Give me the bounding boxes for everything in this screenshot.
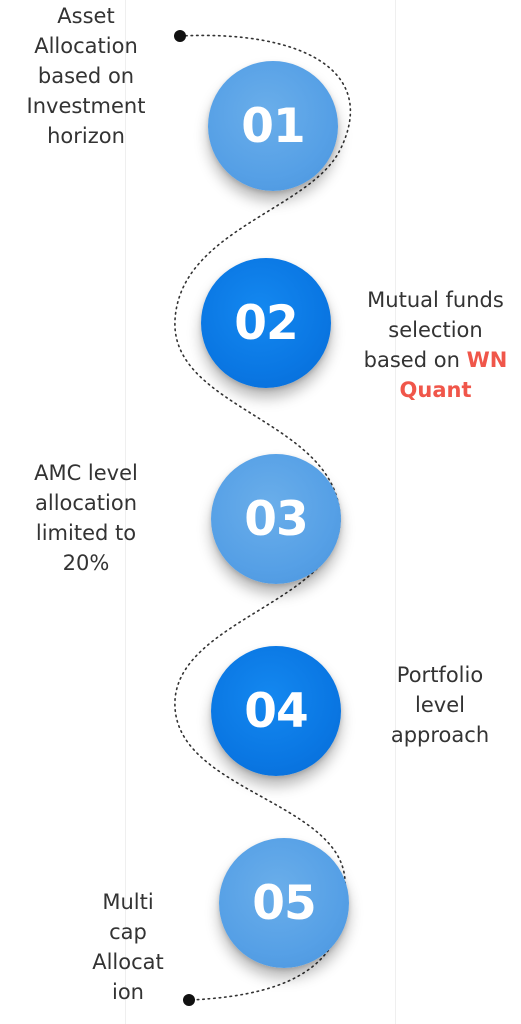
step-04-number: 04 bbox=[244, 683, 308, 739]
wn-quant-highlight: WN bbox=[466, 348, 508, 372]
step-05-number: 05 bbox=[252, 875, 316, 931]
step-02-circle: 02 bbox=[201, 258, 331, 388]
step-03-number: 03 bbox=[244, 491, 308, 547]
step-03-circle: 03 bbox=[211, 454, 341, 584]
step-02-number: 02 bbox=[234, 295, 298, 351]
step-03-label: AMC level allocation limited to 20% bbox=[34, 461, 138, 575]
step-02-label: Mutual funds selection based on WN Quant bbox=[350, 285, 521, 405]
path-start-dot bbox=[174, 30, 186, 42]
step-01-label: Asset Allocation based on Investment hor… bbox=[26, 4, 146, 148]
step-01-circle: 01 bbox=[208, 61, 338, 191]
step-04-circle: 04 bbox=[211, 646, 341, 776]
step-01-number: 01 bbox=[241, 98, 305, 154]
guide-line-right bbox=[395, 0, 396, 1024]
path-end-dot bbox=[183, 994, 195, 1006]
step-05-label: Multi cap Allocat ion bbox=[92, 890, 164, 1004]
step-04-label: Portfolio level approach bbox=[390, 663, 490, 747]
guide-line-left bbox=[125, 0, 126, 1024]
wn-quant-highlight-line2: Quant bbox=[399, 378, 472, 402]
step-05-circle: 05 bbox=[219, 838, 349, 968]
